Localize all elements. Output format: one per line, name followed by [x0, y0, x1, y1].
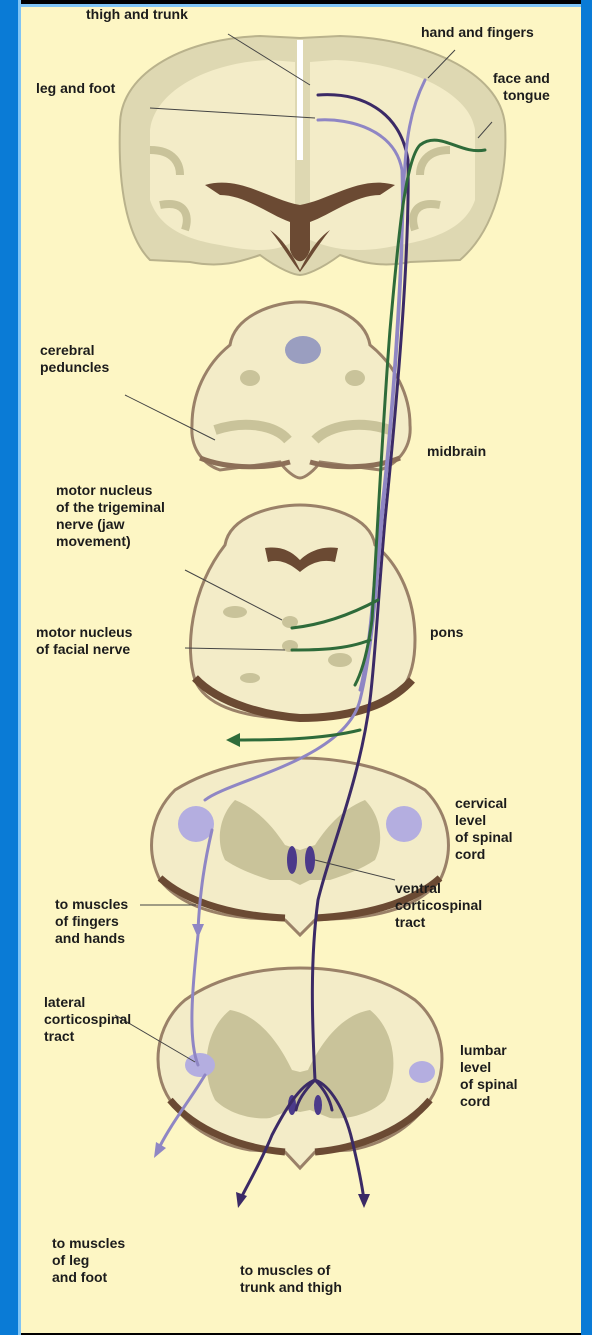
- label-muscles-trunk: to muscles of trunk and thigh: [240, 1262, 342, 1296]
- label-ventral-tract: ventral corticospinal tract: [395, 880, 482, 931]
- cervical-lateral-tract-right: [386, 806, 422, 842]
- label-motor-trigeminal: motor nucleus of the trigeminal nerve (j…: [56, 482, 165, 550]
- label-pons: pons: [430, 624, 463, 641]
- label-thigh-trunk: thigh and trunk: [86, 6, 188, 23]
- green-arrowhead: [226, 733, 240, 747]
- substantia-left: [240, 370, 260, 386]
- substantia-right: [345, 370, 365, 386]
- lumbar-lateral-tract-left: [185, 1053, 215, 1077]
- brain-coronal-section: [120, 36, 506, 275]
- cervical-lateral-tract-left: [178, 806, 214, 842]
- label-motor-facial: motor nucleus of facial nerve: [36, 624, 132, 658]
- label-lateral-tract: lateral corticospinal tract: [44, 994, 131, 1045]
- lumbar-ventral-right: [314, 1095, 322, 1115]
- midbrain-section: [192, 302, 410, 478]
- label-muscles-leg: to muscles of leg and foot: [52, 1235, 125, 1286]
- midbrain-outline: [192, 302, 410, 478]
- cervical-ventral-right: [305, 846, 315, 874]
- label-hand-fingers: hand and fingers: [421, 24, 534, 41]
- label-midbrain: midbrain: [427, 443, 486, 460]
- label-lumbar: lumbar level of spinal cord: [460, 1042, 518, 1110]
- pons-nucleus-5: [240, 673, 260, 683]
- lumbar-light-arrowhead: [154, 1142, 166, 1158]
- lumbar-right-arrowhead: [358, 1194, 370, 1208]
- lumbar-lateral-tract-right: [409, 1061, 435, 1083]
- pons-nucleus-4: [328, 653, 352, 667]
- aqueduct-region: [285, 336, 321, 364]
- label-leg-foot: leg and foot: [36, 80, 115, 97]
- label-face-tongue: face and tongue: [493, 70, 550, 104]
- lumbar-cord-section: [158, 968, 442, 1168]
- pons-nucleus-1: [223, 606, 247, 618]
- cervical-ventral-left: [287, 846, 297, 874]
- label-cervical: cervical level of spinal cord: [455, 795, 513, 863]
- lumbar-left-arrowhead: [236, 1192, 247, 1208]
- label-muscles-fingers: to muscles of fingers and hands: [55, 896, 128, 947]
- label-cerebral-peduncles: cerebral peduncles: [40, 342, 109, 376]
